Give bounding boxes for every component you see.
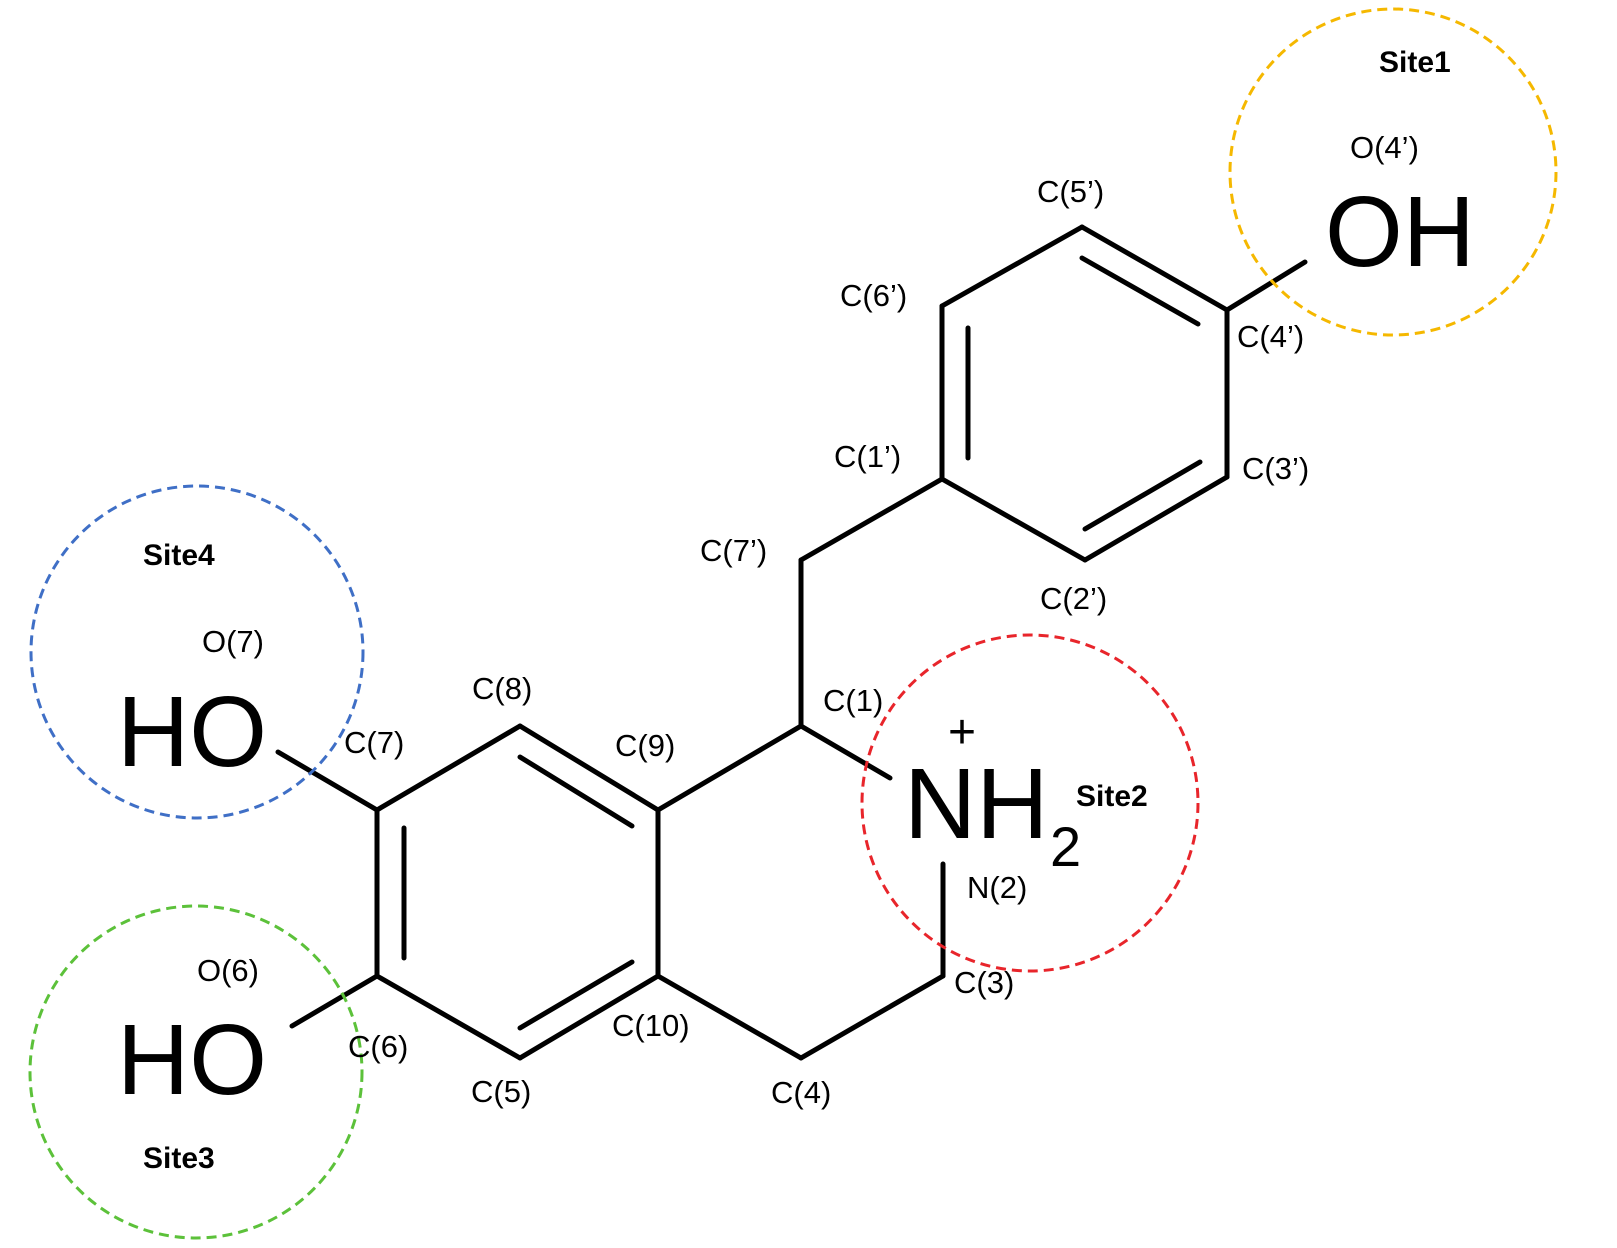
atom-label-c8: C(8) (472, 671, 532, 706)
atom-label-c7p: C(7’) (700, 533, 767, 568)
group-ho-lower-left: HO (117, 1004, 267, 1116)
bond-double-c3p-c2p (1082, 459, 1203, 532)
site4-circle (29, 484, 365, 820)
atom-label-c4p: C(4’) (1237, 319, 1304, 354)
atom-label-n2: N(2) (967, 870, 1027, 905)
bond-c6p-c5p (939, 224, 1085, 309)
group-ho-upper-left: HO (117, 676, 267, 788)
site-labels: Site1 Site2 Site3 Site4 (143, 46, 1451, 1175)
atom-label-c4: C(4) (771, 1075, 831, 1110)
atom-label-c3p: C(3’) (1242, 451, 1309, 486)
bond-c4p-o4p (1224, 259, 1308, 313)
atom-label-c10: C(10) (612, 1008, 690, 1043)
atom-label-c2p: C(2’) (1040, 581, 1107, 616)
atom-labels: O(4’) C(5’) C(6’) C(4’) C(1’) C(3’) C(7’… (197, 130, 1419, 1110)
bond-c8-c7 (374, 723, 523, 813)
atom-label-o4p: O(4’) (1350, 130, 1419, 165)
bond-c5p-c4p (1079, 224, 1230, 313)
group-nh2-charge: + (948, 706, 976, 759)
bond-c1p-c7p (798, 476, 945, 563)
site4-label: Site4 (143, 539, 215, 572)
site-markers (28, 7, 1558, 1240)
atom-label-o6: O(6) (197, 953, 259, 988)
bond-c1-c9 (655, 723, 804, 813)
atom-label-c6p: C(6’) (840, 278, 907, 313)
bond-c2p-c1p (939, 476, 1088, 563)
site1-label: Site1 (1379, 46, 1451, 79)
bond-c6-c5 (374, 973, 523, 1061)
functional-groups: OH HO HO NH 2 + (117, 176, 1475, 1116)
bond-lines (275, 224, 1308, 1061)
bond-double-c5-c10 (517, 959, 635, 1031)
atom-label-c9: C(9) (615, 728, 675, 763)
site2-label: Site2 (1076, 780, 1148, 813)
atom-label-c7: C(7) (344, 725, 404, 760)
site3-label: Site3 (143, 1142, 215, 1175)
bond-double-c5p-c4p (1079, 255, 1201, 327)
bond-c3p-c2p (1082, 474, 1230, 563)
atom-label-c5p: C(5’) (1037, 174, 1104, 209)
bond-c6-o6 (289, 973, 380, 1029)
site1-circle (1228, 7, 1558, 337)
bond-double-c9-c8 (517, 754, 635, 829)
atom-label-o7: O(7) (202, 624, 264, 659)
bond-c9-c8 (517, 723, 661, 813)
bond-c5-c10 (517, 973, 661, 1061)
bond-c4-c10 (655, 973, 804, 1061)
group-nh2-subscript: 2 (1050, 815, 1081, 878)
bond-c3-c4 (798, 973, 946, 1061)
atom-label-c5: C(5) (471, 1074, 531, 1109)
atom-label-c1: C(1) (823, 683, 883, 718)
bond-c7-o7 (275, 749, 380, 813)
bond-c1-n2 (798, 723, 893, 781)
group-nh2-main: NH (904, 748, 1048, 860)
atom-label-c6: C(6) (348, 1029, 408, 1064)
site3-circle (28, 904, 364, 1240)
site2-circle (860, 633, 1200, 973)
atom-label-c3: C(3) (954, 965, 1014, 1000)
atom-label-c1p: C(1’) (834, 439, 901, 474)
group-oh-top: OH (1325, 176, 1475, 288)
